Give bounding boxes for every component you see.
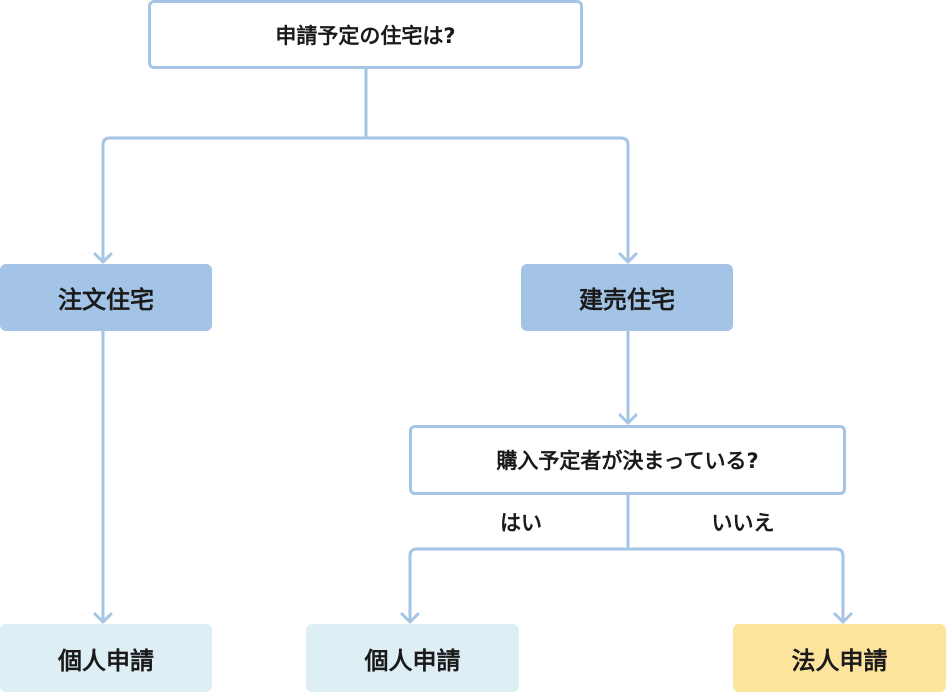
custom-home-box: 注文住宅 bbox=[0, 264, 212, 331]
arrowhead-to-custom bbox=[93, 252, 113, 264]
arrowhead-to-result-custom bbox=[93, 612, 113, 624]
result-personal-custom-box: 個人申請 bbox=[0, 624, 212, 692]
connector-root-split bbox=[101, 66, 630, 264]
connector-buyer-split bbox=[408, 492, 845, 624]
built-home-box: 建売住宅 bbox=[521, 264, 733, 331]
result-corporate-label: 法人申請 bbox=[791, 646, 888, 675]
buyer-question-text: 購入予定者が決まっている? bbox=[496, 449, 759, 473]
branch-label-no: いいえ bbox=[711, 511, 775, 535]
main-question-text: 申請予定の住宅は? bbox=[275, 23, 456, 48]
custom-home-label: 注文住宅 bbox=[58, 286, 154, 314]
buyer-question-box: 購入予定者が決まっている? bbox=[409, 425, 846, 495]
result-personal-built-label: 個人申請 bbox=[364, 646, 461, 675]
result-personal-custom-label: 個人申請 bbox=[58, 646, 154, 675]
arrowhead-to-buyer-question bbox=[618, 413, 638, 425]
result-personal-built-box: 個人申請 bbox=[306, 624, 519, 692]
branch-label-yes: はい bbox=[500, 511, 542, 535]
arrowhead-to-built bbox=[618, 252, 638, 264]
built-home-label: 建売住宅 bbox=[579, 286, 675, 314]
arrowhead-to-result-yes bbox=[400, 612, 420, 624]
result-corporate-box: 法人申請 bbox=[733, 624, 946, 692]
arrowhead-to-result-no bbox=[833, 612, 853, 624]
main-question-box: 申請予定の住宅は? bbox=[148, 0, 583, 69]
